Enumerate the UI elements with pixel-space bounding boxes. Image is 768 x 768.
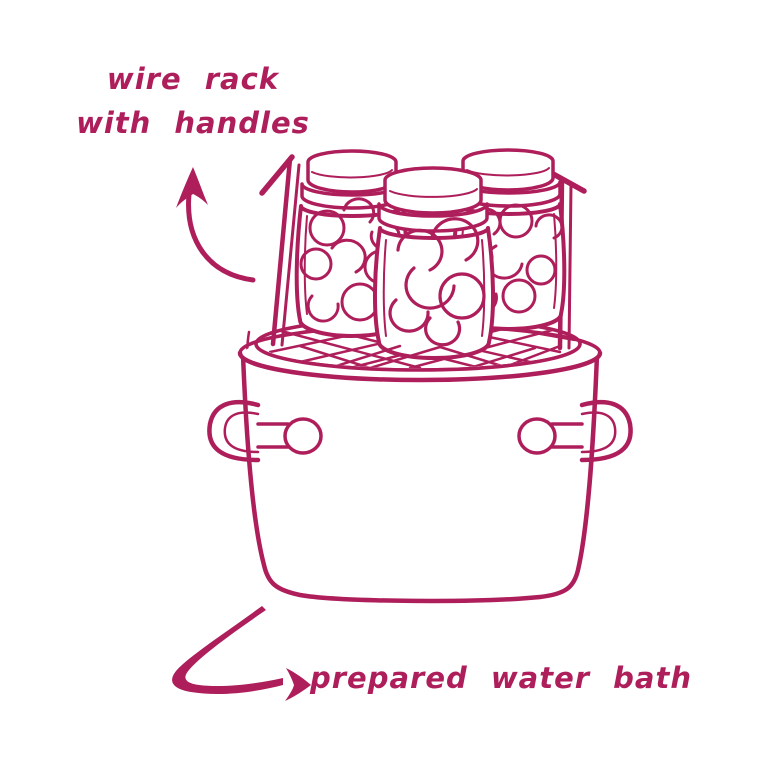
curved-arrow-icon (172, 606, 311, 701)
rack-handle-left (259, 154, 301, 347)
stockpot (237, 342, 603, 604)
wire-rack-label: wire rack with handles (62, 58, 324, 145)
mason-jar-middle (372, 166, 496, 360)
wire-rack-front-mesh (298, 344, 562, 368)
wire-rack-label-line2: with handles (76, 105, 310, 140)
water-bath-label: prepared water bath (310, 661, 693, 695)
pot-handle-right (517, 400, 633, 463)
wire-rack-label-line1: wire rack (106, 62, 280, 96)
pot-rim-front (237, 350, 603, 383)
up-arrow-icon (176, 167, 256, 283)
jar-contents (388, 217, 486, 347)
pot-handle-left (207, 400, 323, 463)
